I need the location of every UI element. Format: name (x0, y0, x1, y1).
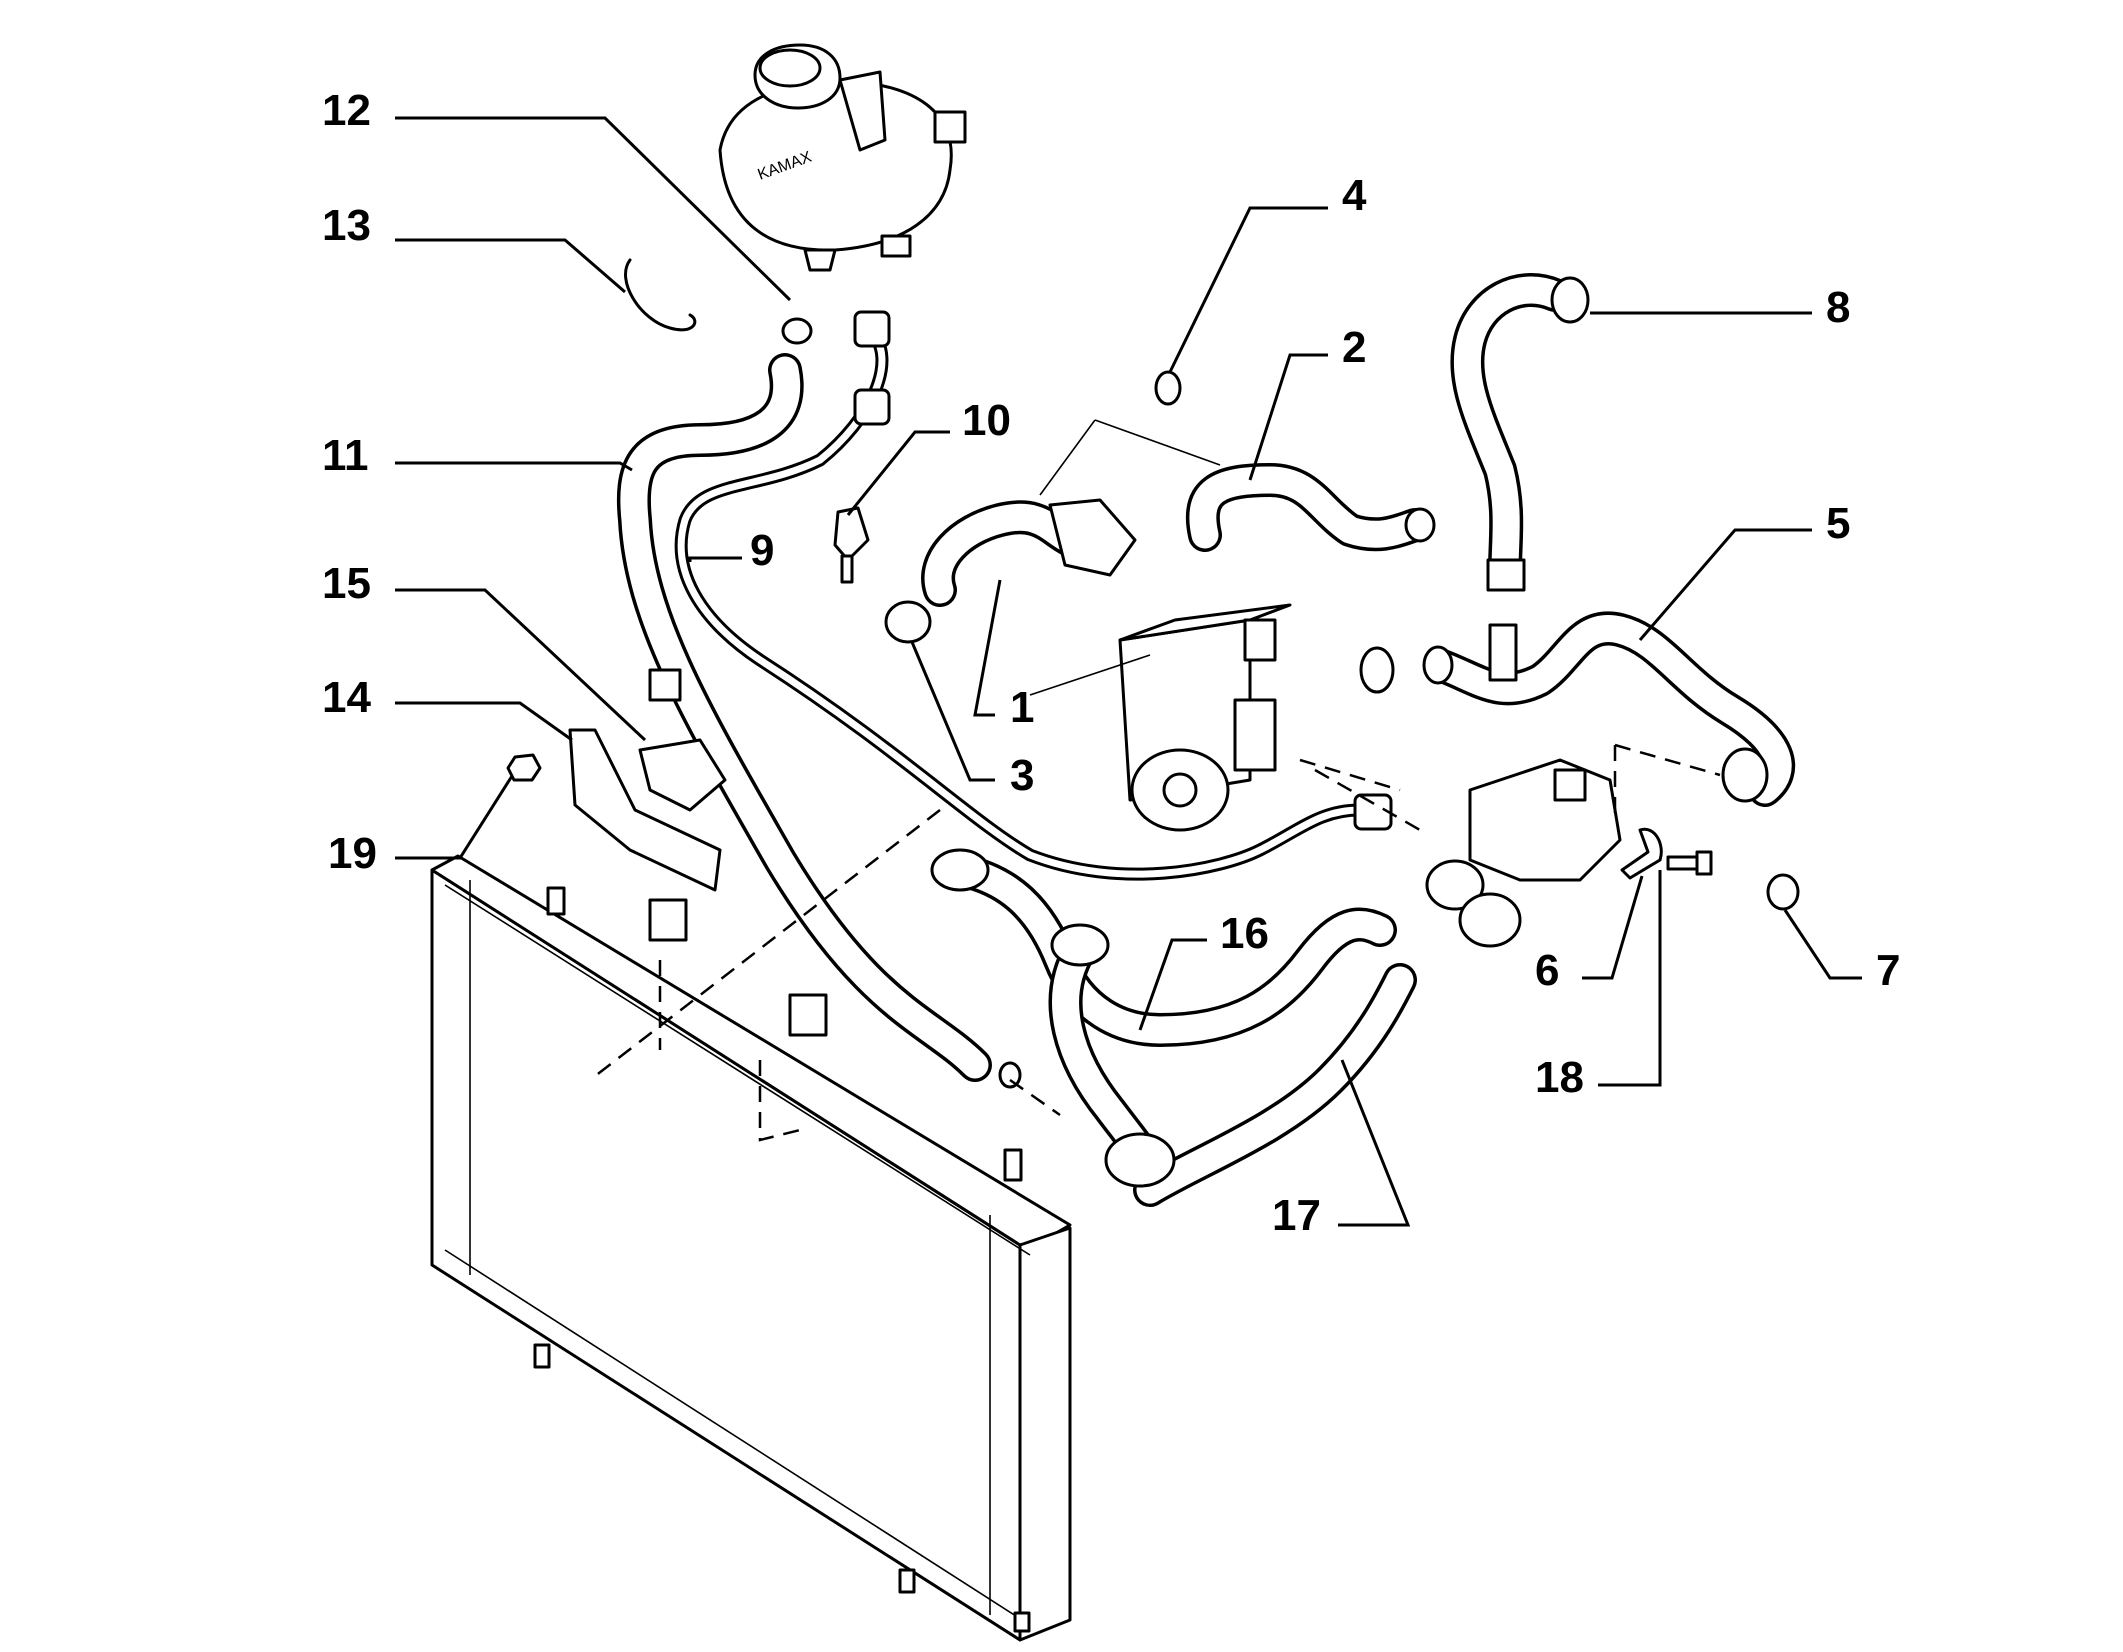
bracket-14 (568, 728, 722, 892)
pipe-9 (674, 310, 1393, 881)
callout-8: 8 (1826, 283, 1850, 332)
hose-16 (930, 848, 1397, 1047)
nut-19 (506, 753, 542, 782)
hose-8 (1450, 273, 1590, 592)
callout-18: 18 (1535, 1053, 1584, 1102)
clip-6 (1620, 827, 1663, 880)
hose-11 (616, 353, 992, 1082)
callout-6: 6 (1535, 946, 1559, 995)
callout-15: 15 (322, 559, 371, 608)
callout-3: 3 (1010, 751, 1034, 800)
clip-10 (833, 506, 870, 584)
alignment-lines (589, 419, 1721, 1117)
bolt-18 (1666, 850, 1713, 876)
thermostat-housing (1425, 758, 1622, 948)
o-ring-12 (781, 317, 813, 345)
egr-valve-block (1118, 603, 1292, 832)
o-ring-small (998, 1061, 1022, 1089)
hose-17 (1048, 923, 1417, 1207)
callout-17: 17 (1272, 1191, 1321, 1240)
hose-1 (921, 498, 1137, 607)
radiator (430, 854, 1072, 1642)
callout-4: 4 (1342, 171, 1367, 220)
callout-1: 1 (1010, 683, 1034, 732)
clip-13 (624, 258, 697, 332)
bracket-15 (638, 668, 727, 812)
callout-14: 14 (322, 673, 371, 722)
callout-12: 12 (322, 86, 371, 135)
callout-16: 16 (1220, 909, 1269, 958)
callout-2: 2 (1342, 323, 1366, 372)
callout-19: 19 (328, 829, 377, 878)
hose-2 (1185, 463, 1436, 552)
o-ring-loose (1359, 646, 1395, 694)
o-ring-7 (1766, 873, 1800, 911)
callout-10: 10 (962, 396, 1011, 445)
clamp-3 (884, 600, 932, 644)
callout-11: 11 (322, 431, 369, 480)
hose-5 (1422, 611, 1796, 807)
callout-13: 13 (322, 201, 371, 250)
leader-lines (395, 116, 1862, 1227)
callout-9: 9 (750, 526, 774, 575)
expansion-tank: KAMAX (718, 43, 967, 272)
callouts: 12 13 11 15 14 19 10 9 4 2 8 5 1 3 16 6 … (322, 86, 1900, 1240)
callout-7: 7 (1876, 946, 1900, 995)
o-ring-4 (1154, 370, 1182, 406)
callout-5: 5 (1826, 499, 1850, 548)
